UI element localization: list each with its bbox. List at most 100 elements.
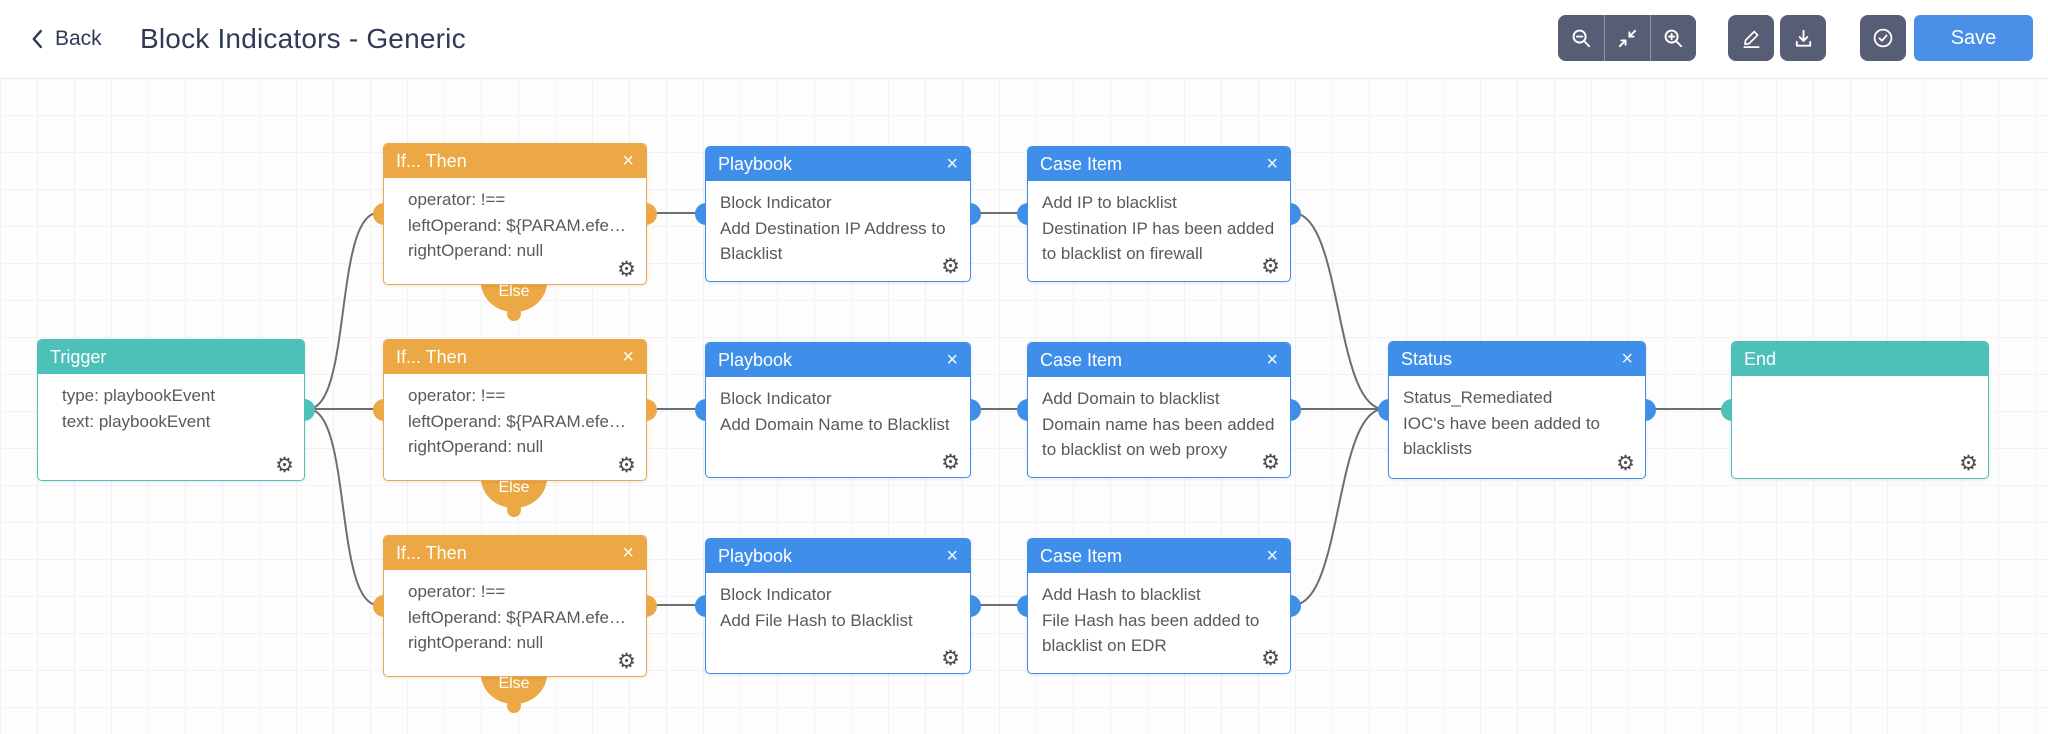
input-port[interactable] <box>373 203 384 225</box>
node-caseitem-2[interactable]: Case Item × Add Domain to blacklist Doma… <box>1017 342 1301 478</box>
input-port[interactable] <box>695 595 706 617</box>
node-if-1[interactable]: If... Then × operator: !== leftOperand: … <box>373 143 657 285</box>
zoom-out-icon <box>1572 29 1590 47</box>
node-caseitem-1[interactable]: Case Item × Add IP to blacklist Destinat… <box>1017 146 1301 282</box>
input-port[interactable] <box>1017 595 1028 617</box>
node-caseitem-3[interactable]: Case Item × Add Hash to blacklist File H… <box>1017 538 1301 674</box>
output-port[interactable] <box>970 399 981 421</box>
node-trigger[interactable]: Trigger type: playbookEvent text: playbo… <box>37 339 315 481</box>
else-badge[interactable]: Else <box>481 674 547 713</box>
node-body: Block Indicator Add File Hash to Blackli… <box>706 573 970 673</box>
gear-icon[interactable]: ⚙ <box>1261 255 1280 278</box>
fit-view-button[interactable] <box>1604 15 1650 61</box>
gear-icon[interactable]: ⚙ <box>941 451 960 474</box>
close-icon[interactable]: × <box>1266 349 1278 371</box>
gear-icon[interactable]: ⚙ <box>1959 452 1978 475</box>
pencil-icon <box>1742 30 1760 48</box>
save-button[interactable]: Save <box>1914 15 2033 61</box>
gear-icon[interactable]: ⚙ <box>617 258 636 281</box>
node-body: Add Hash to blacklist File Hash has been… <box>1028 573 1290 673</box>
zoom-out-button[interactable] <box>1558 15 1604 61</box>
input-port[interactable] <box>695 399 706 421</box>
node-text-line: File Hash has been added to blacklist on… <box>1042 610 1260 656</box>
node-header: End <box>1732 342 1988 376</box>
node-if-3[interactable]: If... Then × operator: !== leftOperand: … <box>373 535 657 677</box>
node-header: Playbook × <box>706 539 970 573</box>
node-end[interactable]: End ⚙ <box>1721 341 1989 479</box>
else-label: Else <box>498 283 530 300</box>
node-status[interactable]: Status × Status_Remediated IOC's have be… <box>1378 341 1656 479</box>
output-port[interactable] <box>1290 595 1301 617</box>
output-port[interactable] <box>1290 203 1301 225</box>
close-icon[interactable]: × <box>622 346 634 368</box>
download-button[interactable] <box>1780 15 1826 61</box>
node-header: Playbook × <box>706 343 970 377</box>
node-title: Playbook <box>718 349 793 370</box>
close-icon[interactable]: × <box>1266 545 1278 567</box>
back-button[interactable]: Back <box>30 0 102 78</box>
gear-icon[interactable]: ⚙ <box>1261 647 1280 670</box>
node-if-2[interactable]: If... Then × operator: !== leftOperand: … <box>373 339 657 481</box>
node-title: Case Item <box>1040 349 1123 370</box>
input-port[interactable] <box>1721 399 1732 421</box>
edit-button[interactable] <box>1728 15 1774 61</box>
input-port[interactable] <box>1017 399 1028 421</box>
node-text-line: type: playbookEvent <box>62 386 216 405</box>
close-icon[interactable]: × <box>946 349 958 371</box>
output-port[interactable] <box>1290 399 1301 421</box>
node-title: Trigger <box>50 346 107 367</box>
node-text-line: Block Indicator <box>720 585 832 604</box>
node-text-line: Add File Hash to Blacklist <box>720 610 913 630</box>
gear-icon[interactable]: ⚙ <box>617 454 636 477</box>
close-icon[interactable]: × <box>1266 153 1278 175</box>
close-icon[interactable]: × <box>622 542 634 564</box>
zoom-in-button[interactable] <box>1650 15 1696 61</box>
close-icon[interactable]: × <box>946 153 958 175</box>
else-badge[interactable]: Else <box>481 478 547 517</box>
node-text-line: Add Hash to blacklist <box>1042 585 1201 604</box>
node-text-line: Status_Remediated <box>1403 388 1553 407</box>
close-icon[interactable]: × <box>946 545 958 567</box>
output-port[interactable] <box>304 399 315 421</box>
node-title: Case Item <box>1040 153 1123 174</box>
node-body: Block Indicator Add Domain Name to Black… <box>706 377 970 477</box>
input-port[interactable] <box>1378 399 1389 421</box>
input-port[interactable] <box>373 595 384 617</box>
close-icon[interactable]: × <box>622 150 634 172</box>
node-text-line: Add Domain Name to Blacklist <box>720 414 950 434</box>
zoom-in-icon <box>1664 29 1683 47</box>
node-body: Add IP to blacklist Destination IP has b… <box>1028 181 1290 281</box>
input-port[interactable] <box>695 203 706 225</box>
node-text-line: text: playbookEvent <box>62 411 211 431</box>
node-playbook-2[interactable]: Playbook × Block Indicator Add Domain Na… <box>695 342 981 478</box>
input-port[interactable] <box>373 399 384 421</box>
node-text-line: IOC's have been added to blacklists <box>1403 413 1600 459</box>
gear-icon[interactable]: ⚙ <box>617 650 636 673</box>
else-badge[interactable]: Else <box>481 282 547 321</box>
output-port[interactable] <box>1645 399 1656 421</box>
gear-icon[interactable]: ⚙ <box>941 255 960 278</box>
output-port[interactable] <box>646 399 657 421</box>
node-header: Status × <box>1389 342 1645 376</box>
gear-icon[interactable]: ⚙ <box>941 647 960 670</box>
toolbar: Save <box>1558 15 2033 61</box>
output-port[interactable] <box>970 203 981 225</box>
output-port[interactable] <box>646 203 657 225</box>
gear-icon[interactable]: ⚙ <box>1261 451 1280 474</box>
output-port[interactable] <box>970 595 981 617</box>
node-playbook-3[interactable]: Playbook × Block Indicator Add File Hash… <box>695 538 981 674</box>
check-circle-icon <box>1873 28 1893 48</box>
gear-icon[interactable]: ⚙ <box>1616 452 1635 475</box>
input-port[interactable] <box>1017 203 1028 225</box>
node-text-line: rightOperand: null <box>408 437 544 456</box>
back-label: Back <box>55 27 102 50</box>
top-bar: Back Block Indicators - Generic Save <box>0 0 2048 79</box>
close-icon[interactable]: × <box>1621 348 1633 370</box>
gear-icon[interactable]: ⚙ <box>275 454 294 477</box>
validate-button[interactable] <box>1860 15 1906 61</box>
node-text-line: leftOperand: ${PARAM.efe… <box>408 607 626 627</box>
output-port[interactable] <box>646 595 657 617</box>
node-playbook-1[interactable]: Playbook × Block Indicator Add Destinati… <box>695 146 981 282</box>
playbook-canvas[interactable]: Trigger type: playbookEvent text: playbo… <box>0 78 2048 734</box>
zoom-button-group <box>1558 15 1696 61</box>
